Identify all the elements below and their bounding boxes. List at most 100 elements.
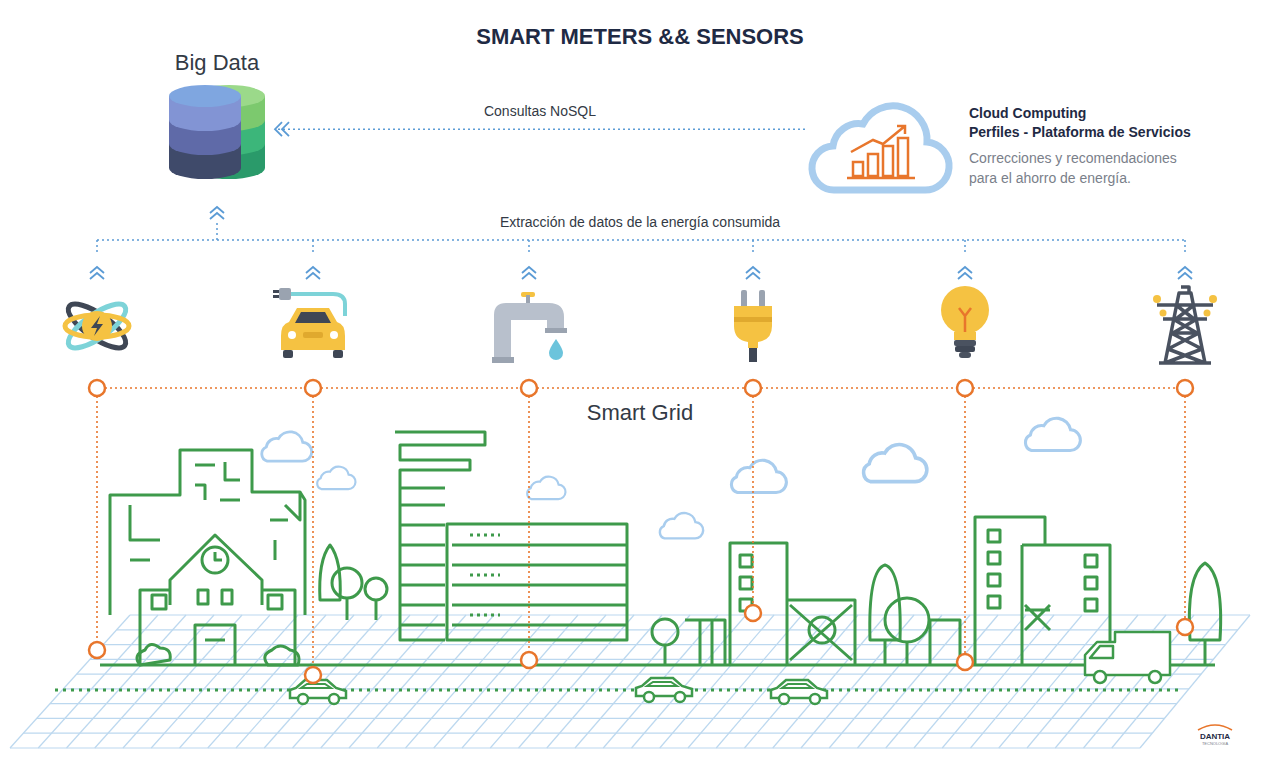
grid-line [858,615,971,748]
power-tower-icon [1204,310,1211,317]
electric-car-icon [333,350,343,358]
electric-car-icon [281,308,345,350]
section-heading: Smart Grid [583,400,697,425]
city-buildings [346,598,349,620]
grid-line [180,615,299,748]
light-bulb-icon [959,352,971,358]
meter-point [89,380,1193,683]
meter-point [745,380,761,396]
truck [1090,646,1113,658]
connector-line [275,128,805,130]
sky-cloud [660,513,703,538]
city-buildings [332,568,362,598]
meter-point [89,380,105,396]
city-buildings [1085,599,1097,611]
city-buildings [222,590,232,604]
city-buildings [137,644,170,665]
water-tap-icon [545,328,567,333]
arrow-chevron [282,122,289,136]
grid-line [886,615,998,748]
ground-grid [10,615,1250,748]
city-buildings [988,574,1000,586]
grid-line [1084,615,1195,748]
upload-chevron [90,207,1192,279]
city-buildings [906,642,909,665]
city-buildings [1085,577,1097,589]
smart-grid-network [97,396,1185,667]
city-buildings [215,552,222,560]
street-line [55,689,1180,692]
energy-atom-icon [62,297,131,356]
power-tower-icon [1153,295,1161,303]
car [636,678,692,702]
power-plug-icon [749,348,757,362]
grid-line [462,615,578,748]
city-buildings [885,598,929,642]
upload-chevron [90,267,104,279]
power-plug-icon [759,290,765,308]
city-buildings [1025,605,1050,630]
energy-atom-icon [62,297,131,356]
power-plug-icon [734,290,772,362]
smart-grid-network [97,388,1185,667]
water-tap-icon [492,292,567,363]
cloud-icon [868,154,878,176]
city-buildings [809,617,835,643]
meter-point [957,654,973,670]
grid-line [67,615,187,748]
grid-line [716,615,830,748]
city-buildings [975,517,1110,665]
upload-chevron [210,207,224,219]
energy-atom-icon [91,316,103,336]
meter-point [957,380,973,396]
cloud-icon [847,126,915,178]
truck [1085,632,1170,675]
power-tower-icon [1209,295,1217,303]
truck [1085,632,1170,683]
sky-cloud [262,432,312,461]
power-plug-icon [741,290,747,308]
cloud-icon [847,177,915,180]
cloud-icon [851,126,905,152]
city-buildings [152,595,166,609]
service-heading: Cloud Computing [969,104,1201,123]
sky-cloud [864,445,927,482]
city-buildings [100,432,1221,665]
city-buildings [447,524,627,640]
city-buildings [884,640,887,665]
city-buildings [1085,555,1097,567]
electric-car-icon [283,350,293,358]
grid-line [264,615,382,748]
city-buildings [198,590,208,604]
meter-point [745,605,761,621]
electric-car-icon [273,290,279,293]
city-buildings [988,552,1000,564]
sky-cloud [317,467,355,489]
diagram-title: SMART METERS && SENSORS [476,24,804,50]
city-buildings [740,555,752,567]
city-buildings [664,645,667,665]
city-buildings [730,543,855,665]
service-heading: Perfiles - Plataforma de Servicios [969,123,1201,142]
city-buildings [1204,640,1207,665]
car [290,680,346,704]
upload-chevron [746,267,760,279]
water-tap-icon [492,357,514,363]
city-buildings [930,620,960,665]
electric-car-icon [330,331,338,339]
light-bulb-icon [941,286,989,358]
meter-point [89,642,105,658]
light-bulb-icon [954,340,976,346]
upload-chevron [306,267,320,279]
city-buildings [195,625,235,665]
upload-chevron [522,267,536,279]
city-buildings [470,535,500,615]
grid-line [377,615,494,748]
meter-point [305,667,321,683]
city-buildings [375,600,378,620]
grid-line [519,615,635,748]
logo-text: DANTIA [1199,732,1231,741]
energy-atom-icon [82,311,112,341]
car [771,680,827,704]
